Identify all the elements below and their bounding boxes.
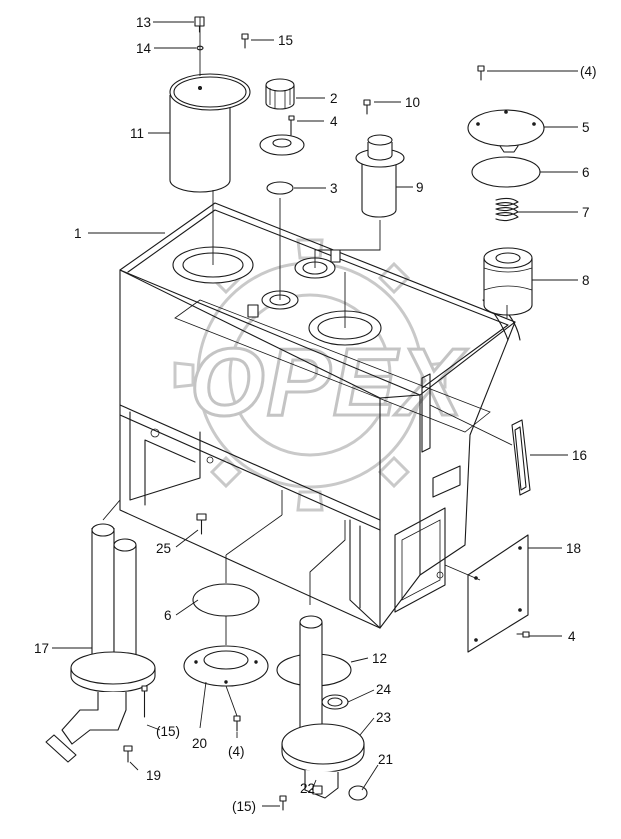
callout-14: 14	[136, 41, 152, 56]
callout-15-ref-bottom: (15)	[232, 799, 256, 814]
tank-body	[119, 202, 521, 629]
callout-4-right: 4	[568, 629, 576, 644]
part-7-spring	[495, 197, 519, 222]
part-15-screw-bottom	[279, 795, 287, 811]
part-11-breather-cylinder	[169, 73, 251, 193]
callout-4-top: 4	[330, 114, 338, 129]
callout-22: 22	[300, 781, 315, 796]
callout-15-ref-left: (15)	[156, 724, 180, 739]
watermark-text: OPEX	[190, 329, 468, 436]
part-4-screw-bottom	[233, 715, 241, 732]
callout-21: 21	[378, 752, 393, 767]
callout-4-ref-bottom: (4)	[228, 744, 245, 759]
part-23-outlet-housing	[281, 615, 365, 799]
part-18-cover-plate	[467, 534, 529, 653]
callout-labels: 13 14 15 11 2 4 3 10 9 (4) 5 6 7 8 1 16 …	[34, 15, 597, 814]
part-19-screw	[123, 745, 133, 763]
callout-24: 24	[376, 682, 392, 697]
callout-1: 1	[74, 226, 82, 241]
callout-5: 5	[582, 120, 590, 135]
callout-16: 16	[572, 448, 587, 463]
callout-6-bottom: 6	[164, 608, 172, 623]
part-3-o-ring	[266, 181, 294, 195]
part-15-screw	[241, 33, 249, 49]
callout-7: 7	[582, 205, 590, 220]
callout-11: 11	[130, 126, 144, 141]
callout-25: 25	[156, 541, 171, 556]
callout-18: 18	[566, 541, 581, 556]
callout-23: 23	[376, 710, 391, 725]
callout-2: 2	[330, 91, 338, 106]
callout-3: 3	[330, 181, 338, 196]
part-13-bolt	[194, 16, 205, 33]
part-10-screw	[363, 99, 371, 115]
callout-17: 17	[34, 641, 49, 656]
callout-9: 9	[416, 180, 424, 195]
part-6-gasket-bottom	[192, 583, 260, 617]
callout-4-ref-top: (4)	[580, 64, 597, 79]
callout-6-top: 6	[582, 165, 590, 180]
part-2-filler-cap	[265, 78, 295, 110]
part-21-plug	[348, 785, 368, 801]
part-8-filter-element	[483, 247, 533, 316]
callout-8: 8	[582, 273, 590, 288]
part-4-screw-right	[516, 631, 530, 638]
part-20-plate	[183, 645, 269, 687]
callout-10: 10	[405, 95, 420, 110]
part-25-bolt	[196, 513, 207, 535]
part-5-cover	[467, 109, 545, 153]
callout-13: 13	[136, 15, 151, 30]
part-16-sight-gauge	[511, 419, 531, 496]
callout-12: 12	[372, 651, 387, 666]
part-9-strainer	[355, 134, 405, 218]
watermark: OPEX	[173, 238, 468, 512]
leader-lines	[52, 21, 578, 807]
part-17-suction-pipes	[45, 523, 156, 763]
callout-20: 20	[192, 736, 207, 751]
callout-15: 15	[278, 33, 293, 48]
callout-19: 19	[146, 768, 161, 783]
part-24-o-ring	[321, 694, 349, 710]
part-15-screw-left	[141, 685, 148, 718]
part-4-flange	[259, 115, 305, 156]
part-4-screw-top	[477, 65, 485, 81]
assembly-lines	[102, 17, 513, 717]
part-22-fitting	[312, 785, 323, 795]
part-6-gasket-top	[471, 156, 541, 188]
